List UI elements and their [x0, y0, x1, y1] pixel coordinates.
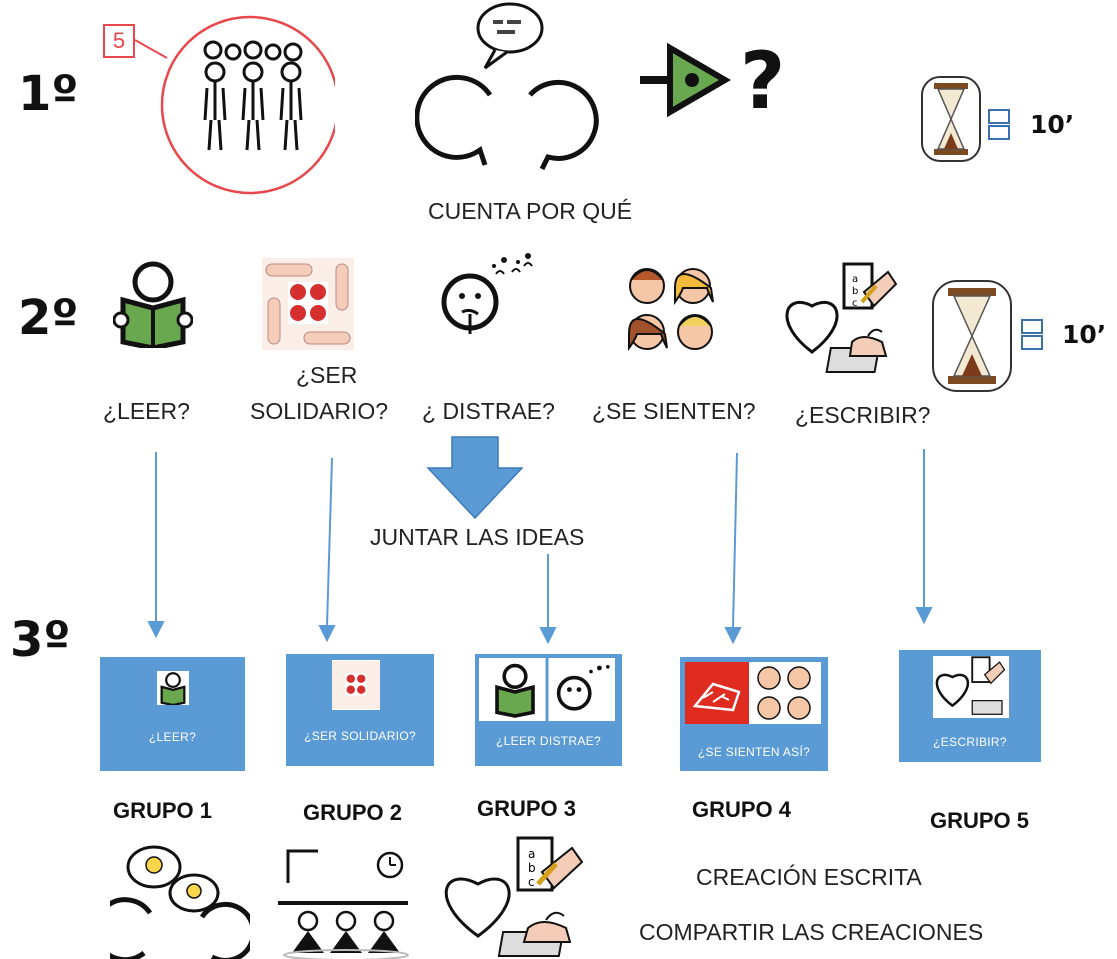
step-1-label: 1º	[18, 66, 79, 122]
merge-arrow-shape	[426, 436, 524, 520]
why-icon: ?	[640, 40, 815, 120]
group-label-1: GRUPO 1	[113, 798, 213, 823]
card-caption-4: ¿SE SIENTEN ASÍ?	[697, 745, 811, 759]
distracted-icon	[438, 250, 538, 340]
label-ser-line2: SOLIDARIO?	[250, 398, 389, 424]
group-card-2[interactable]: ¿SER SOLIDARIO?	[283, 654, 434, 766]
compartir-creaciones-label: COMPARTIR LAS CREACIONES	[639, 919, 984, 945]
label-escribir: ¿ESCRIBIR?	[795, 402, 931, 428]
group-card-3[interactable]: ¿LEER DISTRAE?	[475, 654, 622, 766]
svg-text:a: a	[852, 274, 858, 285]
group-label-3: GRUPO 3	[477, 796, 577, 821]
label-sienten: ¿SE SIENTEN?	[592, 398, 756, 424]
group-label-5: GRUPO 5	[930, 808, 1030, 833]
card-reading-icon	[157, 671, 189, 705]
label-ser-line1: ¿SER	[296, 362, 358, 388]
sharing-ideas-icon	[110, 843, 250, 959]
duration-row1: 10’	[1030, 110, 1075, 139]
meeting-icon	[278, 843, 418, 959]
svg-text:b: b	[528, 861, 536, 875]
label-distrae: ¿ DISTRAE?	[422, 398, 555, 424]
hourglass-icon	[920, 75, 982, 163]
step-3-label: 3º	[10, 612, 71, 668]
card-reading-distracted-icon	[479, 658, 615, 721]
card-writing-icon	[933, 656, 1009, 718]
group-label-2: GRUPO 2	[303, 800, 403, 825]
solidarity-icon	[262, 258, 354, 350]
cuenta-por-que-caption: CUENTA POR QUÉ	[428, 198, 633, 224]
card-feelings-icon	[685, 662, 821, 724]
label-leer: ¿LEER?	[103, 398, 190, 424]
step-2-label: 2º	[18, 290, 79, 346]
feelings-faces-icon	[625, 262, 717, 354]
group-circle-icon	[135, 10, 335, 200]
card-caption-3: ¿LEER DISTRAE?	[496, 734, 601, 748]
group-card-4[interactable]: ¿SE SIENTEN ASÍ?	[680, 657, 828, 771]
minutes-icon-2	[1021, 319, 1043, 351]
group-label-4: GRUPO 4	[692, 797, 792, 822]
group-card-5[interactable]: ¿ESCRIBIR?	[899, 650, 1041, 762]
card-solidarity-icon	[332, 660, 380, 710]
svg-text:b: b	[852, 286, 858, 297]
minutes-icon	[988, 109, 1010, 141]
group-card-1[interactable]: ¿LEER?	[100, 657, 245, 771]
svg-text:?: ?	[740, 40, 785, 120]
merge-label: JUNTAR LAS IDEAS	[370, 524, 585, 550]
card-caption-1: ¿LEER?	[148, 730, 197, 744]
svg-text:c: c	[528, 875, 535, 889]
conversation-icon	[415, 0, 615, 170]
group-size-badge: 5	[103, 24, 135, 58]
card-caption-2: ¿SER SOLIDARIO?	[304, 729, 416, 743]
svg-text:c: c	[852, 298, 858, 309]
duration-row2: 10’	[1062, 320, 1107, 349]
card-caption-5: ¿ESCRIBIR?	[933, 735, 1007, 749]
reading-icon	[113, 258, 193, 348]
hourglass-icon-2	[930, 278, 1014, 394]
creacion-escrita-label: CREACIÓN ESCRITA	[696, 864, 922, 890]
svg-text:a: a	[528, 847, 535, 861]
